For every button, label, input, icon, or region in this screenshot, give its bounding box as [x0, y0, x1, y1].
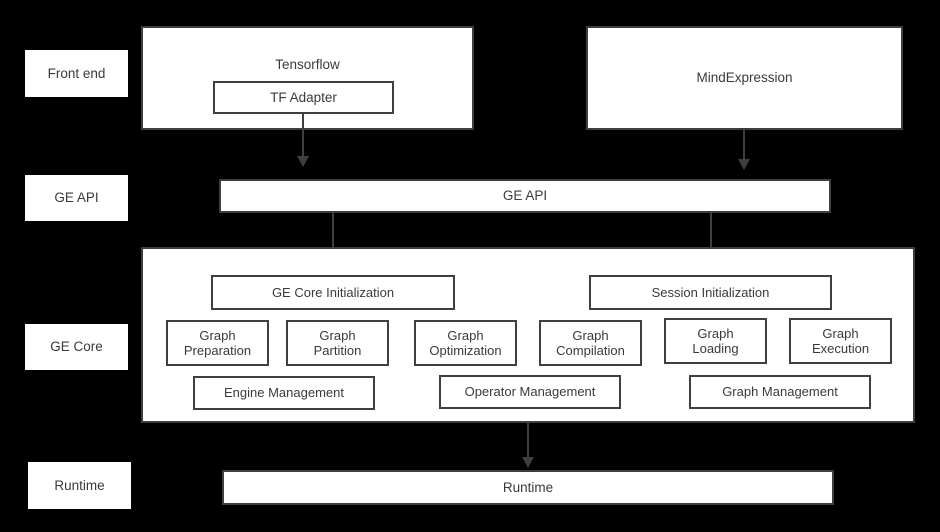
lane-label-ge-api: GE API [25, 175, 128, 221]
tensorflow-container: Tensorflow [141, 26, 474, 130]
runtime-bar[interactable]: Runtime [222, 470, 834, 505]
ge-core-initialization-box[interactable]: GE Core Initialization [211, 275, 455, 310]
engine-management-box[interactable]: Engine Management [193, 376, 375, 410]
connector-ge-core-to-runtime-arrow [522, 457, 534, 468]
session-initialization-box[interactable]: Session Initialization [589, 275, 832, 310]
graph-compilation-box[interactable]: Graph Compilation [539, 320, 642, 366]
graph-preparation-box[interactable]: Graph Preparation [166, 320, 269, 366]
connector-tf-adapter-to-ge-api-arrow [297, 156, 309, 167]
ge-api-bar[interactable]: GE API [219, 179, 831, 213]
tf-adapter-box[interactable]: TF Adapter [213, 81, 394, 114]
graph-loading-box[interactable]: Graph Loading [664, 318, 767, 364]
lane-label-runtime: Runtime [28, 462, 131, 509]
mindexpression-box[interactable]: MindExpression [586, 26, 903, 130]
lane-label-ge-core: GE Core [25, 324, 128, 370]
graph-management-box[interactable]: Graph Management [689, 375, 871, 409]
connector-mindexpression-to-ge-api-arrow [738, 159, 750, 170]
connector-tf-adapter-to-ge-api-line [302, 113, 304, 161]
graph-optimization-box[interactable]: Graph Optimization [414, 320, 517, 366]
connector-ge-api-to-session-init-line [710, 213, 712, 264]
connector-ge-api-to-ge-core-init-line [332, 213, 334, 264]
tensorflow-title: Tensorflow [275, 57, 340, 72]
connector-ge-core-to-runtime-line [527, 423, 529, 461]
graph-execution-box[interactable]: Graph Execution [789, 318, 892, 364]
graph-partition-box[interactable]: Graph Partition [286, 320, 389, 366]
connector-mindexpression-to-ge-api-line [743, 130, 745, 164]
lane-label-front-end: Front end [25, 50, 128, 97]
operator-management-box[interactable]: Operator Management [439, 375, 621, 409]
